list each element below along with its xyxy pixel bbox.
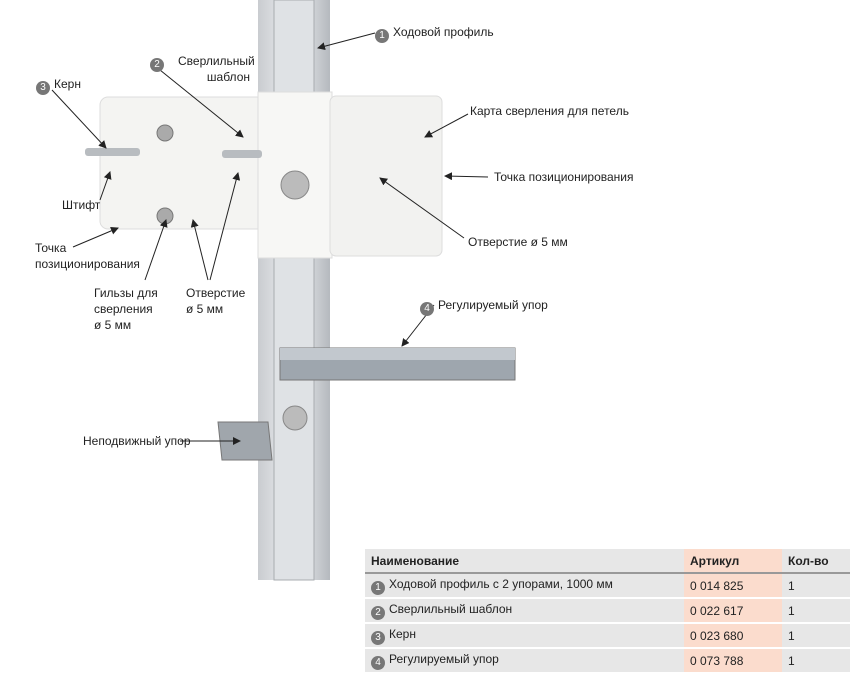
cell-name: 1 Ходовой профиль с 2 упорами, 1000 мм [365, 573, 684, 599]
label-hole-left: Отверстие ø 5 мм [186, 285, 245, 317]
label-positioning-point-right: Точка позиционирования [494, 170, 634, 184]
header-name: Наименование [365, 549, 684, 574]
label-kern: 3 Керн [36, 76, 81, 95]
label-text: Керн [54, 77, 81, 91]
cell-name: 4 Регулируемый упор [365, 648, 684, 674]
header-article: Артикул [684, 549, 782, 574]
label-drilling-template: Сверлильный шаблон [178, 53, 255, 85]
label-text: Сверлильный [178, 54, 255, 68]
label-adjustable-stop: 4 Регулируемый упор [420, 297, 548, 316]
name-text: Регулируемый упор [389, 651, 499, 666]
cell-article: 0 023 680 [684, 623, 782, 649]
header-qty: Кол-во [782, 549, 850, 574]
table-row: 1 Ходовой профиль с 2 упорами, 1000 мм 0 0… [365, 573, 850, 599]
number-badge: 1 [375, 29, 389, 43]
number-badge: 2 [371, 605, 385, 620]
number-badge: 4 [420, 302, 434, 316]
number-badge: 4 [371, 655, 385, 670]
cell-qty: 1 [782, 648, 850, 674]
label-text: сверления [94, 302, 153, 316]
adjustable-stop [279, 347, 516, 381]
label-text: ø 5 мм [94, 318, 132, 332]
label-text: Гильзы для [94, 286, 158, 300]
cell-qty: 1 [782, 598, 850, 624]
label-running-profile: 1 Ходовой профиль [375, 24, 494, 43]
label-pin: Штифт [62, 198, 101, 212]
number-badge-template: 2 [150, 53, 168, 72]
name-text: Ходовой профиль с 2 упорами, 1000 мм [389, 576, 613, 591]
label-text: шаблон [206, 70, 250, 84]
leader-arrows [51, 32, 489, 445]
number-badge: 1 [371, 580, 385, 595]
label-text: позиционирования [35, 257, 140, 271]
label-text: Отверстие [186, 286, 246, 300]
label-positioning-point-left: Точка позиционирования [35, 240, 140, 272]
name-text: Керн [389, 626, 416, 641]
cell-article: 0 014 825 [684, 573, 782, 599]
cell-article: 0 022 617 [684, 598, 782, 624]
label-text: Регулируемый упор [438, 298, 548, 312]
name-text: Сверлильный шаблон [389, 601, 513, 616]
number-badge: 3 [36, 81, 50, 95]
label-text: Ходовой профиль [393, 25, 494, 39]
label-text: Точка [35, 241, 67, 255]
number-badge: 2 [150, 58, 164, 72]
label-fixed-stop: Неподвижный упор [83, 434, 191, 448]
cell-qty: 1 [782, 623, 850, 649]
cell-qty: 1 [782, 573, 850, 599]
drilling-template [85, 91, 443, 259]
cell-article: 0 073 788 [684, 648, 782, 674]
label-drill-sleeves: Гильзы для сверления ø 5 мм [94, 285, 158, 333]
label-hole-right: Отверстие ø 5 мм [468, 235, 568, 249]
number-badge: 3 [371, 630, 385, 645]
fixed-stop [217, 405, 308, 461]
cell-name: 3 Керн [365, 623, 684, 649]
cell-name: 2 Сверлильный шаблон [365, 598, 684, 624]
label-hinge-card: Карта сверления для петель [470, 104, 629, 118]
running-profile [258, 0, 330, 581]
label-text: ø 5 мм [186, 302, 224, 316]
